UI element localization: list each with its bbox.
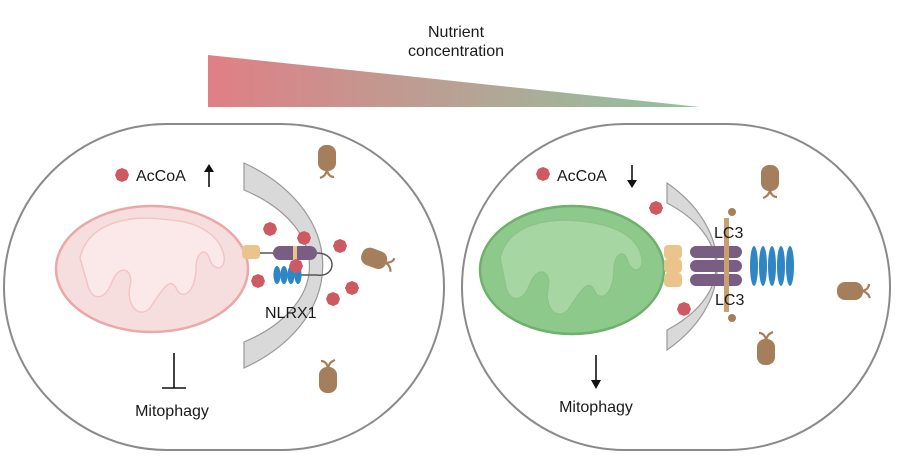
left-accoa-molecule-5: [289, 259, 303, 273]
gradient-title-line2: concentration: [408, 43, 504, 60]
right-nlrx1-oligomer: [690, 208, 742, 322]
left-accoa-molecule-3: [333, 239, 347, 253]
left-accoa-legend-icon: [115, 168, 129, 182]
right-accoa-legend-icon: [536, 167, 550, 181]
lc3-label-bottom: LC3: [715, 292, 744, 309]
right-accoa-label: AcCoA: [557, 168, 607, 185]
nutrient-gradient-wedge: [208, 55, 700, 107]
left-cell: AcCoA NLRX1 Mitophagy: [3, 123, 445, 451]
up-arrow-icon: [204, 164, 214, 187]
nlrx1-label: NLRX1: [265, 305, 317, 322]
right-mitophagy-label: Mitophagy: [559, 399, 633, 416]
inhibition-icon: [162, 353, 186, 389]
left-accoa-label: AcCoA: [136, 168, 186, 185]
left-tan-anchor: [242, 245, 260, 259]
left-accoa-molecule-7: [345, 281, 359, 295]
right-tan-anchors: [664, 245, 682, 287]
left-mito-cristae: [79, 217, 225, 313]
gradient-title-line1: Nutrient: [428, 24, 485, 41]
left-mitophagy-label: Mitophagy: [135, 403, 209, 420]
right-mito-cristae: [499, 219, 643, 315]
right-accoa-molecule-1: [649, 201, 663, 215]
left-accoa-molecule-1: [263, 222, 277, 236]
left-accoa-molecule-2: [297, 231, 311, 245]
down-arrow-icon: [627, 165, 637, 188]
right-cell: AcCoA LC3 LC3 Mitophagy: [461, 123, 891, 451]
right-lrr-domain: [750, 246, 794, 286]
mitophagy-down-arrow-icon: [591, 355, 601, 389]
nlrx1-lrr-domain: [273, 266, 302, 284]
right-er-sheet: [666, 181, 718, 352]
right-accoa-molecule-2: [677, 302, 691, 316]
left-accoa-molecule-6: [326, 292, 340, 306]
nlrx1-linker: [300, 252, 333, 276]
left-accoa-molecule-4: [251, 274, 265, 288]
lc3-label-top: LC3: [714, 225, 743, 242]
